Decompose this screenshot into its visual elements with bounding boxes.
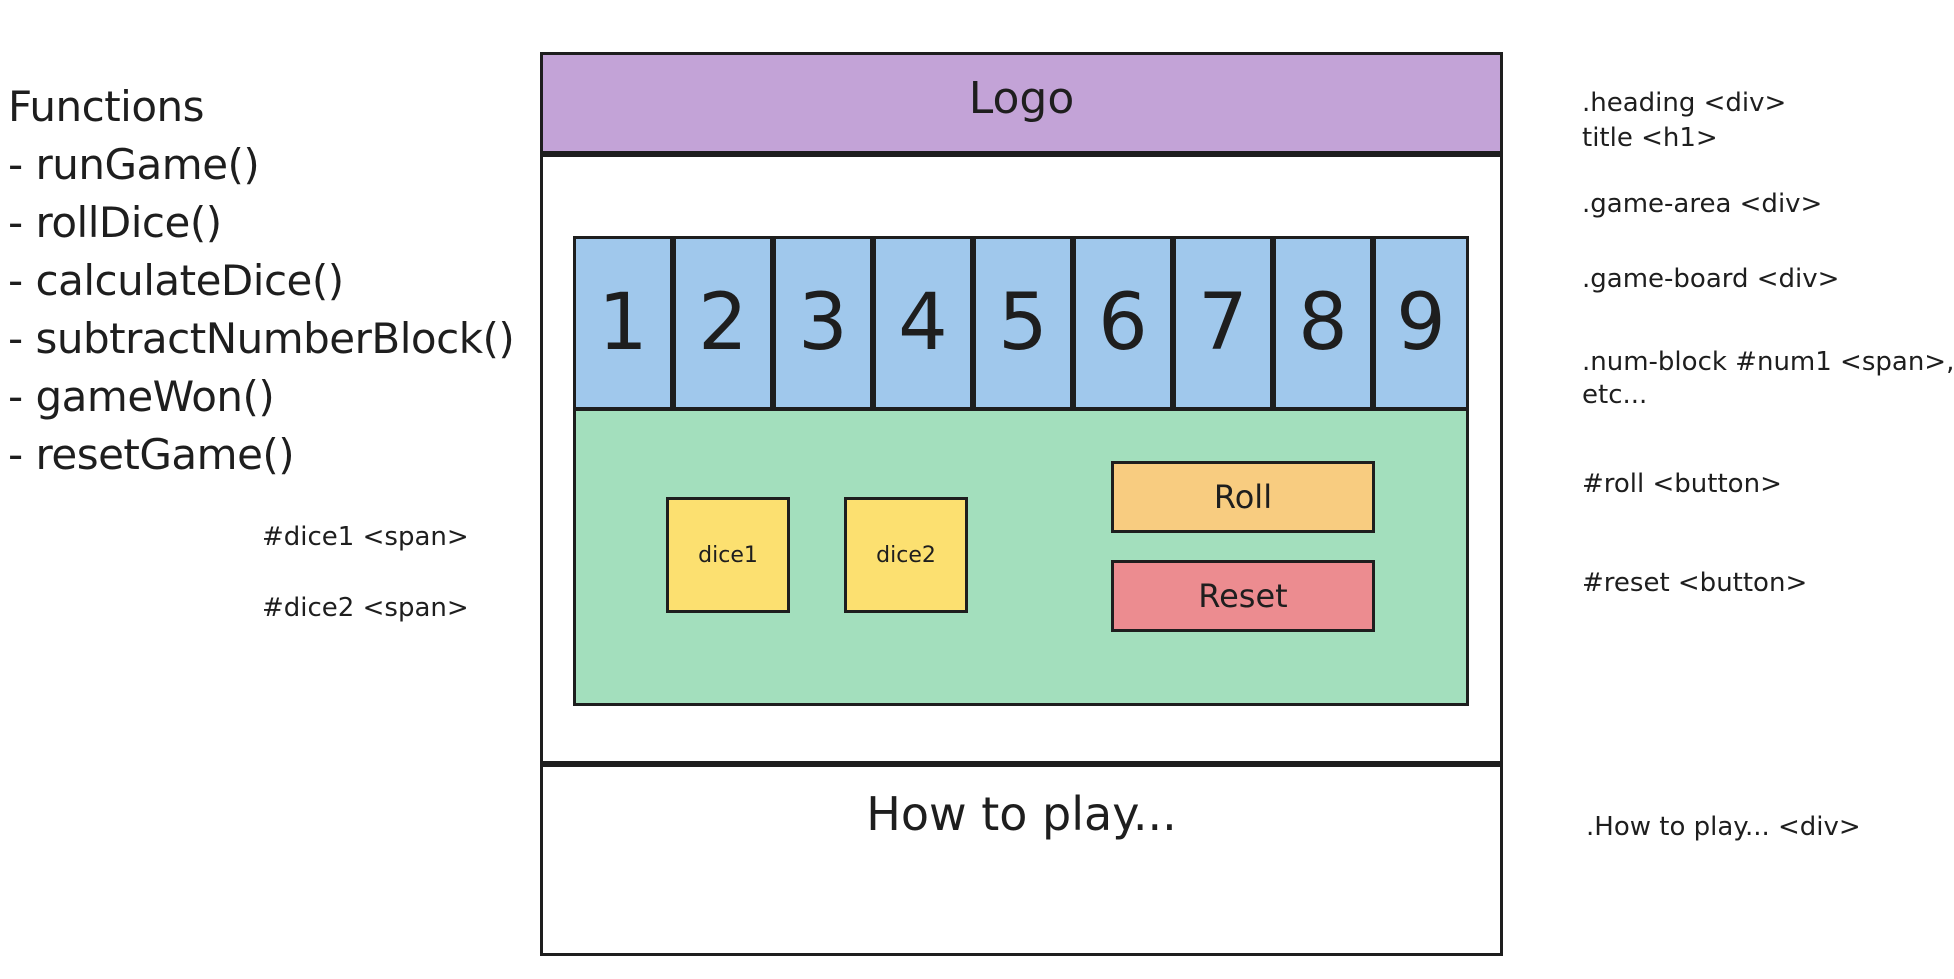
num-block-5[interactable]: 5 xyxy=(973,236,1073,410)
num-block-6[interactable]: 6 xyxy=(1073,236,1173,410)
function-item: - gameWon() xyxy=(8,372,275,421)
annotation-how-to-play: .How to play... <div> xyxy=(1586,812,1861,842)
num-block-7[interactable]: 7 xyxy=(1173,236,1273,410)
dice1-box: dice1 xyxy=(666,497,790,613)
annotation-num-block-etc: etc... xyxy=(1582,380,1648,410)
num-block-1[interactable]: 1 xyxy=(573,236,673,410)
num-block-4[interactable]: 4 xyxy=(873,236,973,410)
reset-button[interactable]: Reset xyxy=(1111,560,1375,632)
annotation-roll: #roll <button> xyxy=(1582,469,1782,499)
how-to-play-box: How to play... xyxy=(540,764,1503,956)
play-area: dice1 dice2 Roll Reset xyxy=(573,408,1469,706)
function-item: - calculateDice() xyxy=(8,256,344,305)
annotation-dice1: #dice1 <span> xyxy=(262,522,469,552)
roll-button[interactable]: Roll xyxy=(1111,461,1375,533)
function-item: - rollDice() xyxy=(8,198,222,247)
num-block-9[interactable]: 9 xyxy=(1373,236,1469,410)
functions-list: Functions - runGame() - rollDice() - cal… xyxy=(8,78,515,484)
function-item: - runGame() xyxy=(8,140,260,189)
annotation-dice2: #dice2 <span> xyxy=(262,593,469,623)
num-block-3[interactable]: 3 xyxy=(773,236,873,410)
num-block-2[interactable]: 2 xyxy=(673,236,773,410)
annotation-game-area: .game-area <div> xyxy=(1582,189,1823,219)
game-board: 1 2 3 4 5 6 7 8 9 xyxy=(573,236,1469,410)
heading-box: Logo xyxy=(540,52,1503,154)
num-block-8[interactable]: 8 xyxy=(1273,236,1373,410)
annotation-reset: #reset <button> xyxy=(1582,568,1808,598)
logo-label: Logo xyxy=(968,73,1075,124)
how-to-play-label: How to play... xyxy=(866,787,1177,841)
function-item: - resetGame() xyxy=(8,430,295,479)
annotation-title: title <h1> xyxy=(1582,123,1718,153)
annotation-heading: .heading <div> xyxy=(1582,88,1787,118)
dice2-box: dice2 xyxy=(844,497,968,613)
annotation-num-block: .num-block #num1 <span>, xyxy=(1582,347,1954,377)
annotation-game-board: .game-board <div> xyxy=(1582,264,1840,294)
function-item: - subtractNumberBlock() xyxy=(8,314,515,363)
functions-heading: Functions xyxy=(8,82,205,131)
